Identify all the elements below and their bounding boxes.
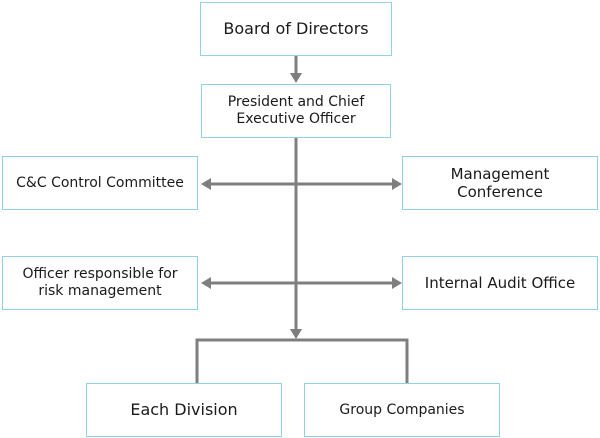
president-ceo-box: President and Chief Executive Officer [201,84,391,138]
risk-officer-label: Officer responsible for risk management [22,266,178,299]
group-companies-box: Group Companies [304,383,500,437]
board-of-directors-box: Board of Directors [200,2,392,56]
group-companies-label: Group Companies [339,401,465,418]
arrowhead-president [290,73,302,83]
connector-bottom-bracket [195,338,409,383]
arrowhead-risk-officer [201,277,211,289]
management-conference-box: Management Conference [402,156,598,210]
cc-control-committee-box: C&C Control Committee [2,156,198,210]
cc-control-committee-label: C&C Control Committee [16,174,184,191]
board-of-directors-label: Board of Directors [223,19,369,39]
arrowhead-management-conference [392,178,402,190]
president-ceo-label: President and Chief Executive Officer [227,94,365,127]
arrowhead-cc-committee [201,178,211,190]
internal-audit-office-box: Internal Audit Office [402,256,598,310]
risk-officer-box: Officer responsible for risk management [2,256,198,310]
internal-audit-office-label: Internal Audit Office [424,274,576,292]
each-division-box: Each Division [86,383,282,437]
arrowhead-trunk [290,329,302,339]
arrowhead-internal-audit [392,277,402,289]
management-conference-label: Management Conference [450,165,550,201]
each-division-label: Each Division [130,400,238,420]
